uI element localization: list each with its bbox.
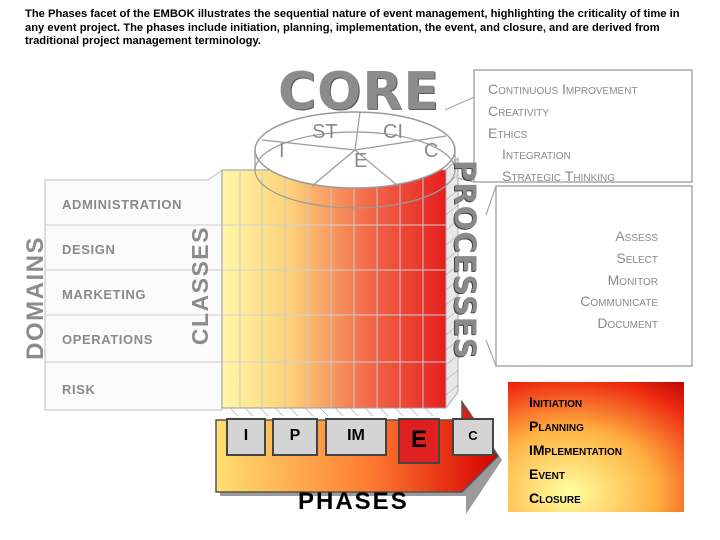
process-item-document: Document bbox=[597, 315, 658, 332]
domains-title: DOMAINS bbox=[22, 236, 49, 360]
cylinder-body bbox=[221, 169, 447, 409]
phase-box-event: E bbox=[398, 418, 440, 464]
phases-items-list: Initiation Planning IMplementation Event… bbox=[529, 390, 622, 510]
phase-box-implementation: IM bbox=[325, 418, 387, 456]
processes-items-list: Assess Select Monitor Communicate Docume… bbox=[515, 226, 658, 335]
core-items-list: Continuous Improvement Creativity Ethics… bbox=[488, 79, 688, 188]
core-label-c: C bbox=[424, 140, 439, 162]
phase-box-planning: P bbox=[272, 418, 318, 456]
core-item-strategic-thinking: Strategic Thinking bbox=[502, 168, 616, 185]
core-title: CORE bbox=[278, 62, 440, 122]
phases-title: PHASES bbox=[298, 488, 409, 515]
classes-title: CLASSES bbox=[187, 226, 213, 346]
core-item-integration: Integration bbox=[502, 146, 571, 163]
domain-item-marketing: MARKETING bbox=[62, 287, 147, 302]
process-item-monitor: Monitor bbox=[607, 271, 658, 288]
phase-item-implementation: IMplementation bbox=[529, 442, 622, 458]
domain-item-administration: ADMINISTRATION bbox=[62, 197, 183, 212]
domain-item-design: DESIGN bbox=[62, 242, 116, 257]
core-label-i: I bbox=[279, 140, 285, 162]
core-item-ethics: Ethics bbox=[488, 124, 528, 141]
phase-item-event: Event bbox=[529, 466, 566, 482]
core-item-creativity: Creativity bbox=[488, 102, 550, 119]
core-label-st: ST bbox=[312, 121, 338, 143]
core-info-frame bbox=[473, 69, 693, 183]
phase-item-closure: Closure bbox=[529, 490, 581, 506]
domain-item-operations: OPERATIONS bbox=[62, 332, 153, 347]
process-item-select: Select bbox=[616, 249, 658, 266]
process-item-assess: Assess bbox=[615, 228, 658, 244]
phase-item-initiation: Initiation bbox=[529, 394, 583, 410]
domain-item-risk: RISK bbox=[62, 382, 96, 397]
phase-list-panel bbox=[508, 382, 684, 512]
process-item-communicate: Communicate bbox=[580, 293, 658, 310]
core-label-e: E bbox=[354, 150, 368, 172]
core-item-continuous-improvement: Continuous Improvement bbox=[488, 81, 638, 97]
phase-box-initiation: I bbox=[226, 418, 266, 456]
processes-info-frame bbox=[495, 185, 693, 367]
processes-title: PROCESSES bbox=[448, 160, 482, 360]
core-label-ci: CI bbox=[383, 121, 403, 143]
phase-box-closure: C bbox=[452, 418, 494, 456]
intro-paragraph: The Phases facet of the EMBOK illustrate… bbox=[25, 8, 680, 47]
phase-item-planning: Planning bbox=[529, 418, 584, 434]
